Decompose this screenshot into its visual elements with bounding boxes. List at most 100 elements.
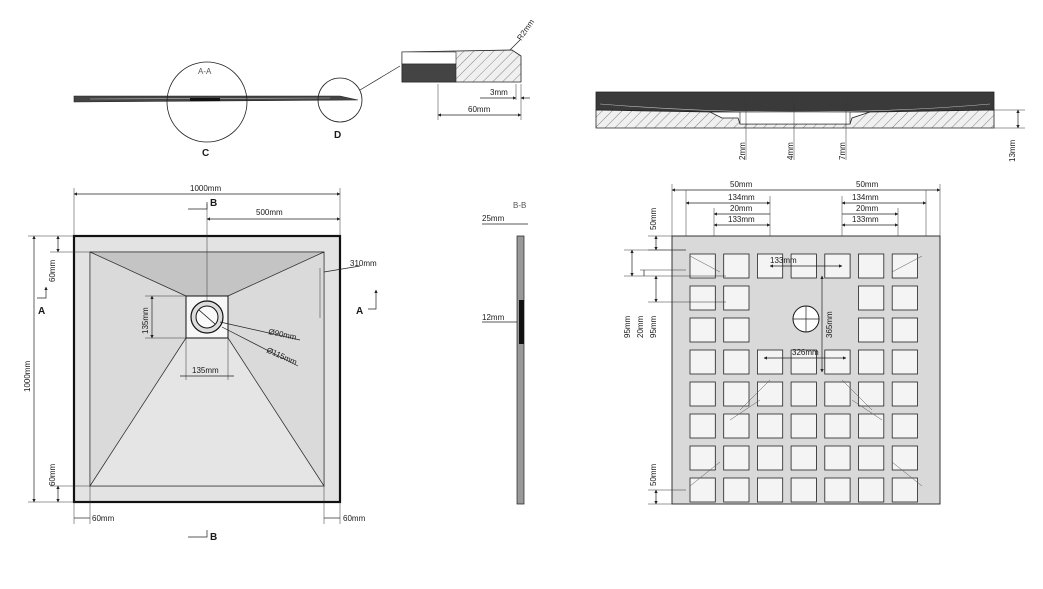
grid-cell <box>757 477 784 503</box>
grid-cell <box>757 413 784 439</box>
label-b-b: B-B <box>513 201 526 210</box>
grid-cell <box>689 445 716 471</box>
dim-top-left-134: 134mm <box>728 193 755 202</box>
grid-diagonal <box>689 461 721 487</box>
grid-diagonal <box>729 399 761 421</box>
section-bb-view: B-B 25mm 12mm <box>482 201 528 505</box>
grid-cell <box>790 445 817 471</box>
dim-r2: R2mm <box>515 17 536 42</box>
dim-60mm-detail: 60mm <box>468 105 491 114</box>
grid-cell <box>723 445 750 471</box>
grid-cell <box>858 285 885 311</box>
dim-135-vertical: 135mm <box>141 307 150 334</box>
section-a-left: A <box>38 306 45 317</box>
grid-diagonal <box>739 379 771 411</box>
dim-60-right: 60mm <box>343 514 366 523</box>
grid-cell <box>689 285 716 311</box>
grid-cell <box>689 317 716 343</box>
grid-cell <box>824 445 851 471</box>
detail-d-section: R2mm 3mm 60mm <box>401 17 536 120</box>
grid-cell <box>723 253 750 279</box>
grid-cell <box>757 381 784 407</box>
grid-cell <box>790 349 817 375</box>
dim-135-horizontal: 135mm <box>192 366 219 375</box>
grid-cells <box>689 253 923 503</box>
grid-cell <box>689 349 716 375</box>
dim-2mm: 2mm <box>738 142 747 160</box>
dim-top-right-134: 134mm <box>852 193 879 202</box>
dim-365: 365mm <box>825 311 834 338</box>
grid-cell <box>723 349 750 375</box>
dim-13mm: 13mm <box>1008 139 1017 162</box>
label-d: D <box>334 130 341 141</box>
grid-diagonal <box>689 255 721 273</box>
grid-cell <box>858 349 885 375</box>
dim-top-right-50: 50mm <box>856 180 879 189</box>
grid-diagonal <box>891 255 923 273</box>
dim-left-95-b: 95mm <box>649 315 658 338</box>
grid-cell <box>858 253 885 279</box>
dim-7mm: 7mm <box>838 142 847 160</box>
dim-top-right-20: 20mm <box>856 204 879 213</box>
grid-cell <box>757 445 784 471</box>
grid-cell <box>723 381 750 407</box>
section-b-top: B <box>210 198 217 209</box>
grid-cell <box>824 413 851 439</box>
dim-12mm: 12mm <box>482 313 505 322</box>
dim-mid-133: 133mm <box>770 256 797 265</box>
grid-cell <box>790 477 817 503</box>
dim-left-50-top: 50mm <box>649 207 658 230</box>
dim-326: 326mm <box>792 348 819 357</box>
grid-cell <box>891 445 918 471</box>
dim-width-1000: 1000mm <box>190 184 221 193</box>
dim-3mm: 3mm <box>490 88 508 97</box>
grid-cell <box>824 349 851 375</box>
grid-cell <box>723 413 750 439</box>
grid-cell <box>824 477 851 503</box>
detail-circle-c <box>166 61 248 143</box>
dim-60-bottom: 60mm <box>48 463 57 486</box>
grid-cell <box>824 381 851 407</box>
grid-cell <box>858 381 885 407</box>
dim-top-left-133: 133mm <box>728 215 755 224</box>
dim-310: 310mm <box>350 259 377 268</box>
dim-left-95-a: 95mm <box>623 315 632 338</box>
grid-cell <box>790 413 817 439</box>
grid-cell <box>689 253 716 279</box>
grid-cell <box>689 413 716 439</box>
grid-cell <box>858 413 885 439</box>
section-b-bottom: B <box>210 532 217 543</box>
dim-60-top: 60mm <box>48 259 57 282</box>
grid-diagonal <box>841 379 873 411</box>
grid-cell <box>689 381 716 407</box>
grid-cell <box>723 285 750 311</box>
grid-cell <box>891 253 918 279</box>
dim-half-500: 500mm <box>256 208 283 217</box>
grid-cell <box>723 477 750 503</box>
grid-cell <box>723 317 750 343</box>
dim-top-left-50: 50mm <box>730 180 753 189</box>
grid-cell <box>891 317 918 343</box>
grid-diagonal <box>851 399 883 421</box>
grid-diagonal <box>891 461 923 487</box>
label-a-a: A-A <box>198 67 212 76</box>
grid-cell <box>790 381 817 407</box>
dim-left-20: 20mm <box>636 315 645 338</box>
dim-4mm: 4mm <box>786 142 795 160</box>
grid-cell <box>891 381 918 407</box>
grid-cell <box>858 445 885 471</box>
profile-section-view: 2mm 4mm 7mm 13mm <box>595 91 1025 162</box>
grid-cell <box>858 317 885 343</box>
detail-circle-d <box>317 77 363 123</box>
grid-cell <box>891 413 918 439</box>
label-c: C <box>202 148 209 159</box>
grid-bottom-view: 50mm 134mm 20mm 133mm 50mm 134mm 20mm 13… <box>623 180 941 505</box>
grid-cell <box>891 349 918 375</box>
plan-view: 1000mm 500mm B B 310mm 1000mm 60mm 60mm … <box>23 184 378 543</box>
dim-60-left: 60mm <box>92 514 115 523</box>
grid-cell <box>757 349 784 375</box>
side-section-view: A-A C D <box>73 61 401 159</box>
grid-cell <box>858 477 885 503</box>
grid-cell <box>891 285 918 311</box>
